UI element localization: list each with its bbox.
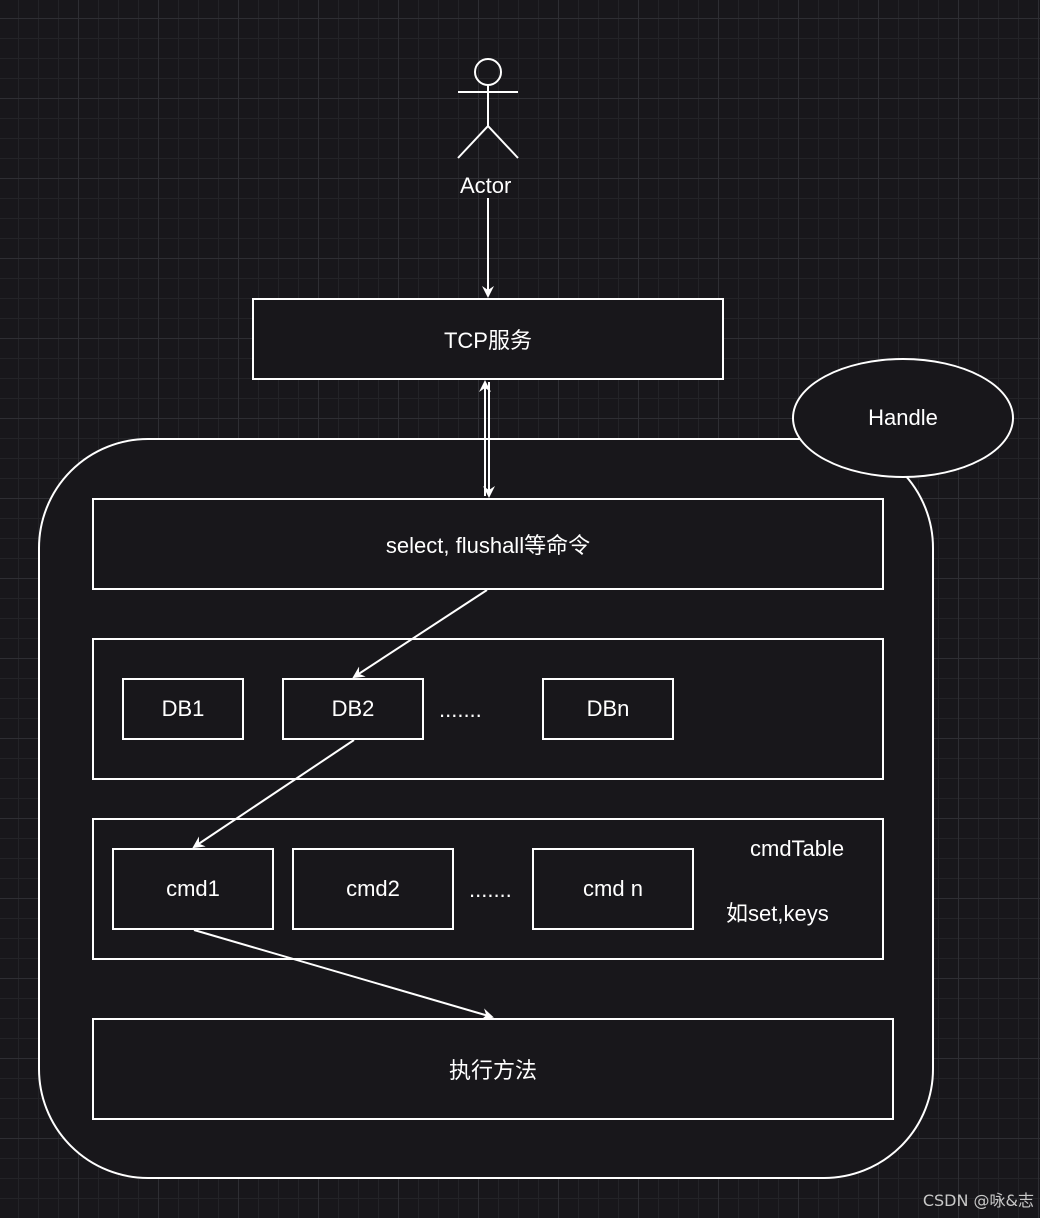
cmd-ellipsis: ....... — [469, 877, 512, 902]
arrow-cmd1-to-execute — [193, 929, 494, 1020]
cmd1-box[interactable]: cmd1 — [112, 848, 274, 930]
cmd2-label: cmd2 — [346, 876, 400, 901]
dbn-label: DBn — [586, 696, 630, 721]
commands-label: select, flushall等命令 — [385, 533, 591, 558]
db-row-box[interactable] — [92, 638, 884, 780]
tcp-service-label: TCP服务 — [443, 328, 532, 353]
cmdn-box[interactable]: cmd n — [532, 848, 694, 930]
handle-label: Handle — [868, 405, 938, 430]
tcp-service-box[interactable]: TCP服务 — [252, 298, 724, 380]
db2-label: DB2 — [331, 696, 375, 721]
cmd-table-label: cmdTable — [750, 836, 845, 861]
db1-box[interactable]: DB1 — [122, 678, 244, 740]
db1-label: DB1 — [161, 696, 205, 721]
dbn-box[interactable]: DBn — [542, 678, 674, 740]
execute-method-box[interactable]: 执行方法 — [92, 1018, 894, 1120]
watermark: CSDN @咏&志 — [922, 1191, 1034, 1210]
actor-right-leg — [487, 125, 519, 159]
commands-box[interactable]: select, flushall等命令 — [92, 498, 884, 590]
db-ellipsis: ....... — [439, 697, 482, 722]
arrow-commands-to-db2 — [352, 589, 488, 679]
cmdn-label: cmd n — [583, 876, 643, 901]
arrow-db2-to-cmd1 — [192, 739, 355, 849]
execute-method-label: 执行方法 — [448, 1058, 537, 1083]
handle-ellipse[interactable]: Handle — [792, 358, 1014, 478]
db2-box[interactable]: DB2 — [282, 678, 424, 740]
actor-label: Actor — [460, 173, 512, 198]
cmd-example-label: 如set,keys — [726, 901, 829, 926]
actor-left-leg — [457, 125, 489, 159]
cmd2-box[interactable]: cmd2 — [292, 848, 454, 930]
cmd1-label: cmd1 — [166, 876, 220, 901]
